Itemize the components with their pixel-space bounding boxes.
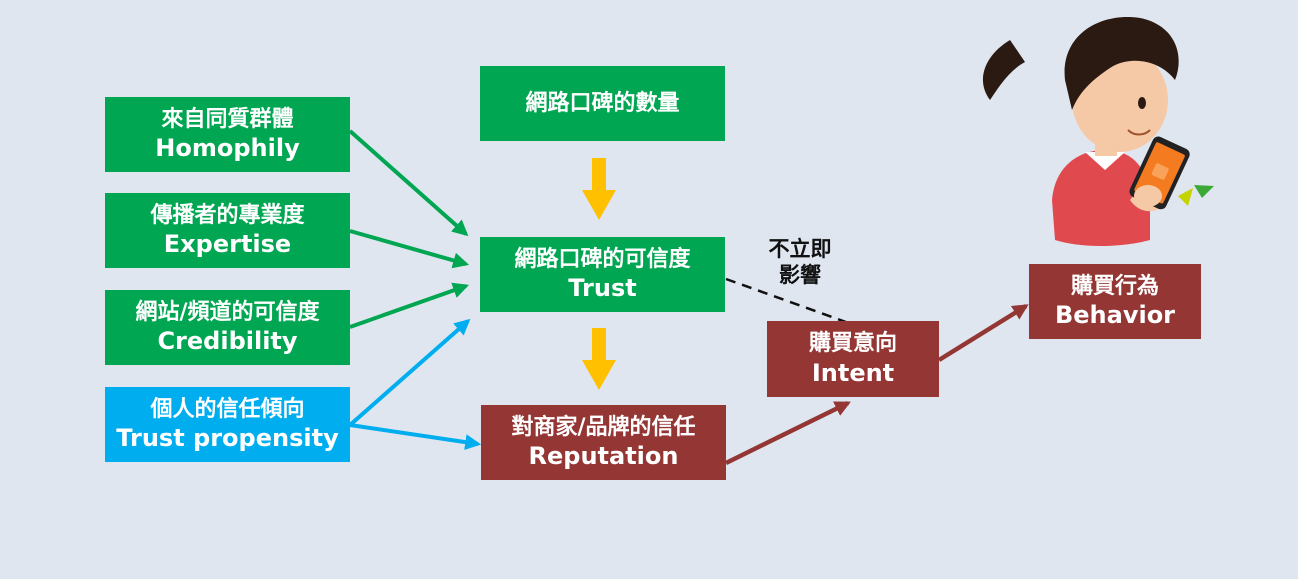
yellow-arrow-volume-to-trust xyxy=(582,158,616,220)
factor-expertise-box: 傳播者的專業度 Expertise xyxy=(105,193,350,268)
center-volume-box: 網路口碑的數量 xyxy=(480,66,725,141)
factor-homophily-en: Homophily xyxy=(155,134,300,163)
arrow-propensity-to-trust xyxy=(348,318,471,427)
arrow-expertise-to-trust xyxy=(349,229,470,269)
center-reputation-zh: 對商家/品牌的信任 xyxy=(511,414,696,440)
outcome-intent-box: 購買意向 Intent xyxy=(767,321,939,397)
center-reputation-box: 對商家/品牌的信任 Reputation xyxy=(481,405,726,480)
factor-homophily-zh: 來自同質群體 xyxy=(161,106,294,132)
center-reputation-en: Reputation xyxy=(528,442,679,471)
arrow-reputation-to-intent xyxy=(725,400,851,466)
arrow-intent-to-behavior xyxy=(937,304,1029,362)
outcome-behavior-en: Behavior xyxy=(1054,301,1176,330)
factor-propensity-en: Trust propensity xyxy=(116,424,339,453)
yellow-arrow-trust-to-reputation xyxy=(582,328,616,390)
outcome-behavior-box: 購買行為 Behavior xyxy=(1029,264,1201,339)
factor-homophily-box: 來自同質群體 Homophily xyxy=(105,97,350,172)
arrow-credibility-to-trust xyxy=(349,282,470,329)
center-volume-zh: 網路口碑的數量 xyxy=(525,90,680,116)
outcome-intent-zh: 購買意向 xyxy=(808,331,897,357)
factor-expertise-en: Expertise xyxy=(163,230,292,259)
center-trust-box: 網路口碑的可信度 Trust xyxy=(480,237,725,312)
outcome-behavior-zh: 購買行為 xyxy=(1070,273,1159,299)
dashed-line-trust-to-intent xyxy=(725,277,847,324)
annotation-line2: 影響 xyxy=(779,263,821,288)
outcome-intent-en: Intent xyxy=(811,358,895,387)
delayed-effect-annotation: 不立即 影響 xyxy=(748,236,852,289)
annotation-line1: 不立即 xyxy=(768,237,832,261)
factor-propensity-zh: 個人的信任傾向 xyxy=(150,396,305,422)
factor-expertise-zh: 傳播者的專業度 xyxy=(150,202,305,228)
center-trust-en: Trust xyxy=(568,274,637,303)
arrow-homophily-to-trust xyxy=(348,129,469,237)
center-trust-zh: 網路口碑的可信度 xyxy=(514,246,691,272)
girl-with-phone-illustration xyxy=(982,17,1214,246)
factor-propensity-box: 個人的信任傾向 Trust propensity xyxy=(105,387,350,462)
factor-credibility-en: Credibility xyxy=(157,327,298,356)
factor-credibility-box: 網站/頻道的可信度 Credibility xyxy=(105,290,350,365)
arrow-propensity-to-reputation xyxy=(349,423,482,451)
factor-credibility-zh: 網站/頻道的可信度 xyxy=(135,299,320,325)
